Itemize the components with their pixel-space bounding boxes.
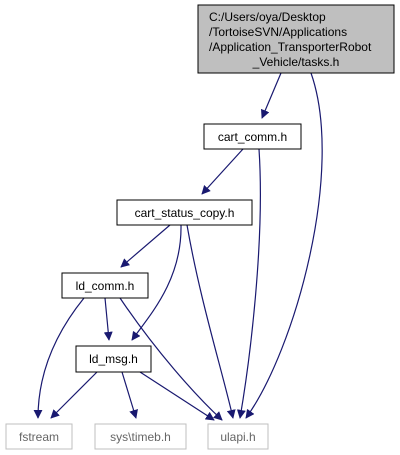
node-ulapi-h-label: ulapi.h	[220, 430, 255, 444]
node-sys-timeb-h-label: sys\timeb.h	[110, 430, 171, 444]
node-tasks-h-line-3: /Application_TransporterRobot	[209, 40, 372, 54]
edge-ld-msg-h-to-fstream	[50, 371, 98, 419]
node-ld-msg-h-box	[75, 345, 152, 373]
node-cart-comm-h-label: cart_comm.h	[218, 130, 287, 144]
node-cart-status-copy-h-label: cart_status_copy.h	[135, 206, 235, 220]
edge-ld-comm-h-to-ld-msg-h	[103, 297, 113, 341]
edge-tasks-h-to-ulapi-h	[245, 72, 323, 419]
node-ld-comm-h-box	[61, 272, 149, 299]
edge-cart-status-copy-h-to-ld-msg-h	[131, 224, 182, 341]
node-tasks-h-box	[197, 4, 395, 74]
node-sys-timeb-h-box	[94, 423, 187, 450]
node-ulapi-h-box	[207, 423, 269, 450]
node-fstream[interactable]: fstream	[5, 423, 73, 450]
node-cart-status-copy-h[interactable]: cart_status_copy.h	[116, 199, 253, 226]
node-ld-msg-h[interactable]: ld_msg.h	[75, 345, 152, 373]
edge-ld-comm-h-to-ulapi-h	[119, 297, 223, 421]
edge-cart-comm-h-to-ulapi-h	[236, 148, 261, 419]
edge-cart-status-copy-h-to-ulapi-h	[186, 224, 236, 419]
edge-cart-status-copy-h-to-ld-comm-h	[120, 224, 171, 268]
node-ld-comm-h-label: ld_comm.h	[76, 279, 135, 293]
node-cart-status-copy-h-box	[116, 199, 253, 226]
node-fstream-label: fstream	[19, 430, 59, 444]
node-ld-comm-h[interactable]: ld_comm.h	[61, 272, 149, 299]
node-tasks-h-line-2: /TortoiseSVN/Applications	[209, 25, 347, 39]
edge-group	[33, 72, 323, 421]
edge-ld-comm-h-to-fstream	[33, 297, 85, 419]
edge-tasks-h-to-cart-comm-h	[261, 72, 282, 119]
node-ulapi-h[interactable]: ulapi.h	[207, 423, 269, 450]
node-sys-timeb-h[interactable]: sys\timeb.h	[94, 423, 187, 450]
node-cart-comm-h-box	[203, 123, 302, 150]
node-fstream-box	[5, 423, 73, 450]
edge-ld-msg-h-to-sys-timeb-h	[121, 371, 138, 419]
node-tasks-h-line-4: _Vehicle/tasks.h	[252, 55, 340, 69]
node-tasks-h[interactable]: C:/Users/oya/Desktop /TortoiseSVN/Applic…	[197, 4, 395, 74]
edge-ld-msg-h-to-ulapi-h	[139, 371, 215, 421]
edge-cart-comm-h-to-cart-status-copy-h	[201, 148, 244, 195]
node-tasks-h-line-1: C:/Users/oya/Desktop	[209, 10, 326, 24]
node-cart-comm-h[interactable]: cart_comm.h	[203, 123, 302, 150]
node-ld-msg-h-label: ld_msg.h	[89, 352, 138, 366]
